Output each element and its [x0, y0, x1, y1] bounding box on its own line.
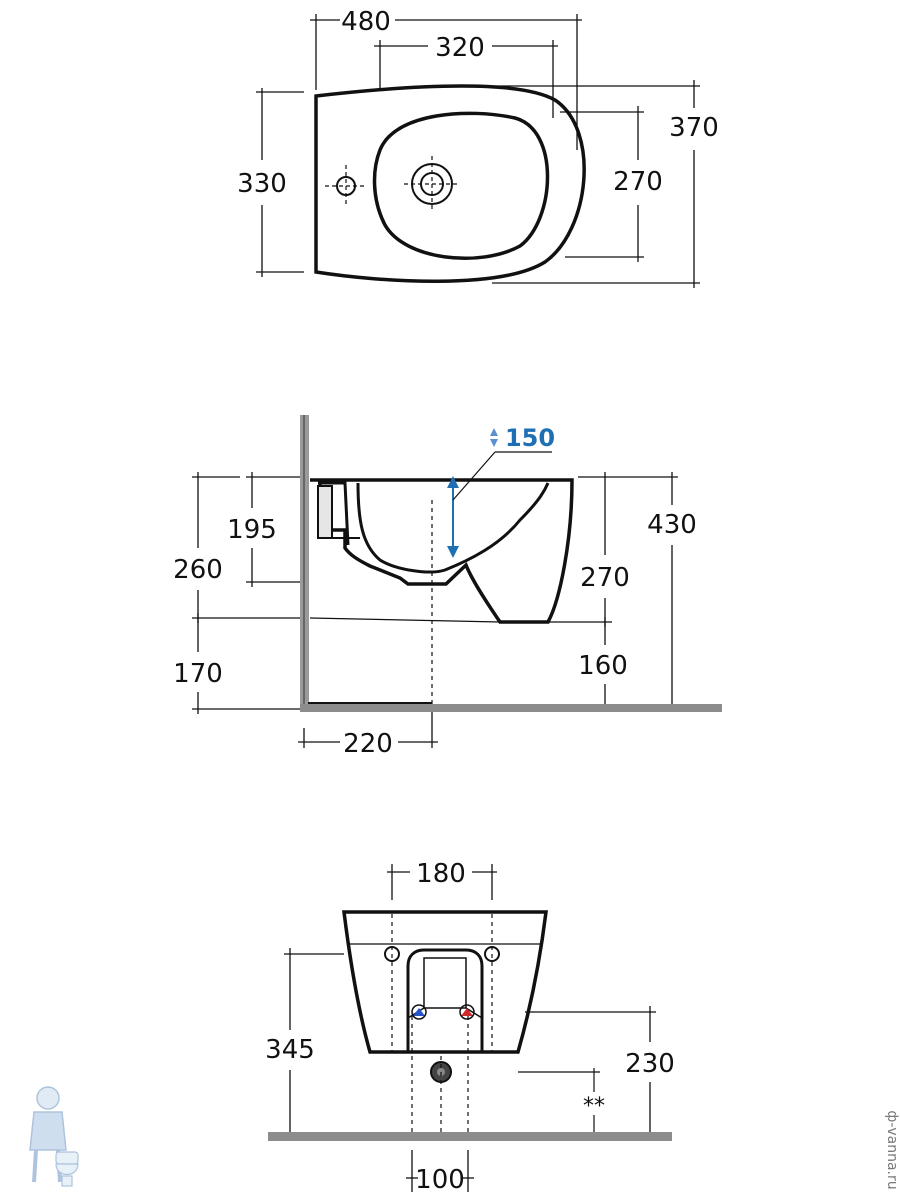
side-view: 150 195 260 170: [173, 415, 722, 759]
dim-label-180: 180: [416, 859, 466, 889]
rear-view-body: [342, 910, 548, 1054]
dim-label-320: 320: [435, 33, 485, 63]
side-view-rim: [318, 481, 350, 546]
dimension-220: [298, 712, 438, 748]
dim-label-480: 480: [341, 7, 391, 37]
watermark: ф-vanna.ru: [884, 1110, 900, 1189]
dimension-330: [256, 88, 304, 277]
dimension-430: [612, 472, 678, 704]
dimension-230: [525, 1006, 656, 1132]
hot-water-icon: [459, 1004, 475, 1020]
fixing-bracket: [317, 485, 333, 539]
top-view: 480 320 330 270: [237, 7, 719, 288]
floor-rear: [268, 1132, 672, 1141]
tap-hole-icon: [325, 165, 367, 207]
dimension-100: [406, 1150, 474, 1192]
dim-label-430: 430: [647, 510, 697, 540]
dim-label-195: 195: [227, 515, 277, 545]
rear-opening: [406, 948, 484, 1052]
fixing-hole-left-icon: [384, 914, 400, 1052]
drain-icon: [404, 156, 460, 212]
dim-label-345: 345: [265, 1035, 315, 1065]
note-double-asterisk: **: [583, 1094, 605, 1119]
dimension-180: [387, 864, 497, 900]
dim-label-270-side: 270: [580, 563, 630, 593]
dim-label-220: 220: [343, 729, 393, 759]
rear-view: ** 180 345 230 100: [265, 859, 675, 1195]
dim-label-150: 150: [505, 424, 555, 452]
dim-label-260: 260: [173, 555, 223, 585]
plumber-logo-icon: [29, 1086, 79, 1187]
side-view-body: [310, 478, 574, 624]
dim-label-100: 100: [415, 1165, 465, 1195]
fixing-hole-right-icon: [484, 914, 500, 1052]
dimension-320: [374, 40, 558, 118]
cold-water-icon: [411, 1004, 427, 1020]
dim-label-330: 330: [237, 169, 287, 199]
dim-label-270: 270: [613, 167, 663, 197]
top-view-bowl: [372, 111, 550, 260]
dimension-370: [492, 80, 700, 288]
dimension-480: [310, 14, 582, 150]
adjust-dimension-150: [447, 428, 552, 558]
dimension-260: [192, 472, 300, 623]
dim-label-230: 230: [625, 1049, 675, 1079]
floor-side: [300, 704, 722, 712]
dim-label-170: 170: [173, 659, 223, 689]
adjust-arrows-icon: [490, 428, 498, 447]
dimension-170: [192, 613, 300, 714]
drain-outlet-icon: [430, 1056, 452, 1132]
dimension-270: [560, 106, 644, 262]
side-view-bowl-inner: [356, 482, 550, 574]
dimension-345: [284, 948, 344, 1132]
dim-label-370: 370: [669, 113, 719, 143]
top-view-outline: [314, 84, 586, 283]
dim-label-160: 160: [578, 651, 628, 681]
dimension-195: [246, 472, 300, 587]
